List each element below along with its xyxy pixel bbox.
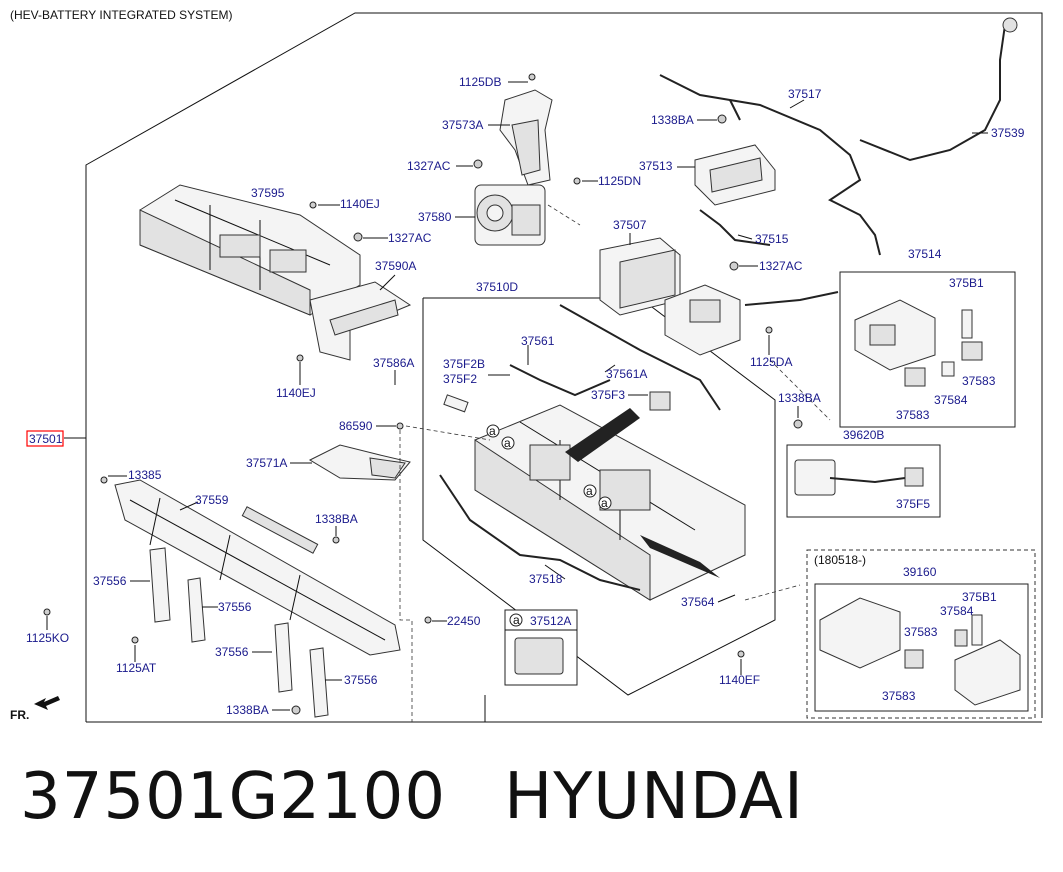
label-37595[interactable]: 37595 — [251, 186, 285, 200]
label-37513[interactable]: 37513 — [639, 159, 673, 173]
label-1125KO[interactable]: 1125KO — [26, 631, 69, 645]
parts-diagram: (HEV-BATTERY INTEGRATED SYSTEM) 37501 — [10, 8, 1043, 723]
label-37556-b[interactable]: 37556 — [218, 600, 252, 614]
bms-37513 — [694, 144, 776, 206]
callout-a-2: a — [504, 436, 511, 450]
label-37583-a[interactable]: 37583 — [962, 374, 996, 388]
label-375B1-a[interactable]: 375B1 — [949, 276, 984, 290]
label-37583-c[interactable]: 37583 — [904, 625, 938, 639]
label-37561[interactable]: 37561 — [521, 334, 555, 348]
inset-180518-box — [806, 549, 1036, 719]
label-375F5[interactable]: 375F5 — [896, 497, 930, 511]
wire-harness-37518 — [439, 474, 641, 591]
label-37518[interactable]: 37518 — [529, 572, 563, 586]
label-375B1-b[interactable]: 375B1 — [962, 590, 997, 604]
wire-37515 — [699, 209, 771, 246]
label-37586A[interactable]: 37586A — [373, 356, 414, 370]
label-37571A[interactable]: 37571A — [246, 456, 287, 470]
label-1327AC-b[interactable]: 1327AC — [388, 231, 432, 245]
inset-circle-a: a — [513, 613, 520, 627]
frame-37559 — [114, 479, 401, 656]
footer-part-number: 37501G2100 — [20, 760, 447, 834]
label-37556-d[interactable]: 37556 — [344, 673, 378, 687]
relay-block-39160 — [819, 597, 1021, 706]
label-37510D[interactable]: 37510D — [476, 280, 518, 294]
label-1125AT[interactable]: 1125AT — [116, 661, 157, 675]
label-37564[interactable]: 37564 — [681, 595, 715, 609]
footer-caption: 37501G2100 HYUNDAI — [20, 760, 804, 834]
label-13385[interactable]: 13385 — [128, 468, 162, 482]
wire-37561 — [509, 304, 721, 411]
controller-37507 — [599, 237, 681, 316]
label-1327AC-a[interactable]: 1327AC — [407, 159, 451, 173]
front-direction-arrow-icon — [34, 696, 60, 710]
label-37580[interactable]: 37580 — [418, 210, 452, 224]
battery-cover-37595 — [139, 184, 361, 316]
label-1125DA[interactable]: 1125DA — [750, 355, 792, 369]
inset-37512A-box — [504, 609, 578, 686]
label-37507[interactable]: 37507 — [613, 218, 647, 232]
label-1338BA-c[interactable]: 1338BA — [778, 391, 821, 405]
guide-lines — [399, 204, 831, 722]
label-86590[interactable]: 86590 — [339, 419, 373, 433]
label-375F3[interactable]: 375F3 — [591, 388, 625, 402]
label-1327AC-c[interactable]: 1327AC — [759, 259, 803, 273]
label-375F2[interactable]: 375F2 — [443, 372, 477, 386]
label-1140EJ-b[interactable]: 1140EJ — [276, 386, 316, 400]
pointer-to-37514 — [744, 291, 839, 306]
junction-block — [664, 284, 741, 356]
callout-a-3: a — [586, 484, 593, 498]
unit-39620B — [794, 459, 924, 496]
label-37584-a[interactable]: 37584 — [934, 393, 968, 407]
front-direction-label: FR. — [10, 708, 29, 722]
label-39160[interactable]: 39160 — [903, 565, 937, 579]
callout-a-4: a — [601, 496, 608, 510]
fuse-375F2 — [443, 394, 469, 413]
label-1338BA-a[interactable]: 1338BA — [315, 512, 358, 526]
wire-harness-37539 — [859, 17, 1018, 162]
label-1125DB[interactable]: 1125DB — [459, 75, 501, 89]
label-37584-b[interactable]: 37584 — [940, 604, 974, 618]
callout-a-markers — [486, 424, 612, 510]
tray-37571A — [308, 444, 411, 481]
fan-duct-37573A — [499, 89, 553, 186]
leader-lines — [46, 81, 988, 711]
label-1338BA-d[interactable]: 1338BA — [651, 113, 694, 127]
label-1338BA-b[interactable]: 1338BA — [226, 703, 269, 717]
assembly-highlight-box — [26, 430, 64, 447]
diagram-title: (HEV-BATTERY INTEGRATED SYSTEM) — [10, 8, 232, 22]
label-37556-a[interactable]: 37556 — [93, 574, 127, 588]
label-37559[interactable]: 37559 — [195, 493, 229, 507]
label-375F2B[interactable]: 375F2B — [443, 357, 485, 371]
wire-harness-37517 — [659, 74, 881, 256]
label-37512A[interactable]: 37512A — [530, 614, 571, 628]
label-37517[interactable]: 37517 — [788, 87, 822, 101]
label-37556-c[interactable]: 37556 — [215, 645, 249, 659]
label-37539[interactable]: 37539 — [991, 126, 1025, 140]
duct-37590A — [309, 281, 412, 361]
label-1140EJ-a[interactable]: 1140EJ — [340, 197, 380, 211]
assembly-label-37501[interactable]: 37501 — [29, 432, 63, 446]
footer-brand: HYUNDAI — [504, 760, 804, 834]
bracket-37556-set — [149, 547, 329, 718]
relay-block-37514 — [854, 299, 983, 387]
label-37515[interactable]: 37515 — [755, 232, 789, 246]
callout-a-1: a — [489, 424, 496, 438]
blower-37580 — [474, 184, 546, 246]
label-37573A[interactable]: 37573A — [442, 118, 483, 132]
label-37514[interactable]: 37514 — [908, 247, 942, 261]
label-37561A[interactable]: 37561A — [606, 367, 647, 381]
label-39620B[interactable]: 39620B — [843, 428, 884, 442]
assembly-outline — [64, 12, 1043, 723]
bolt-markers — [43, 73, 803, 715]
label-1140EF[interactable]: 1140EF — [719, 673, 760, 687]
label-22450[interactable]: 22450 — [447, 614, 481, 628]
label-180518: (180518-) — [814, 553, 866, 567]
label-37590A[interactable]: 37590A — [375, 259, 416, 273]
label-37583-d[interactable]: 37583 — [882, 689, 916, 703]
label-37583-b[interactable]: 37583 — [896, 408, 930, 422]
part-labels: 1125DB 37573A 1327AC 1125DN 37580 37595 … — [26, 75, 1025, 717]
fuse-375F3-part — [649, 391, 671, 411]
label-1125DN[interactable]: 1125DN — [598, 174, 641, 188]
